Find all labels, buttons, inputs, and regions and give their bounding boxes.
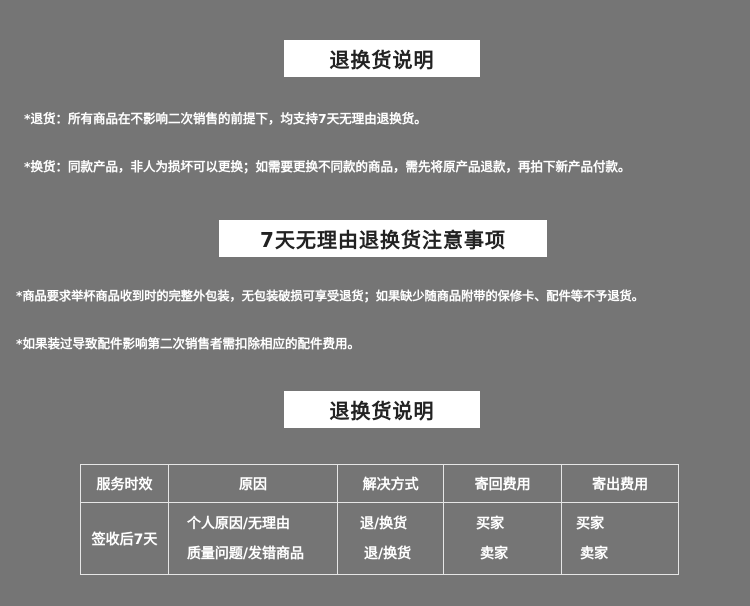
notice-accessory-text: *如果装过导致配件影响第二次销售者需扣除相应的配件费用。: [16, 336, 361, 351]
header-reason: 原因: [167, 464, 339, 503]
notice-title: 7天无理由退换货注意事项: [219, 220, 547, 257]
return-fee-cell: 买家 卖家: [443, 502, 563, 575]
table-header-row: 服务时效 原因 解决方式 寄回费用 寄出费用: [80, 464, 679, 503]
return-fee-quality: 卖家: [480, 545, 509, 562]
send-fee-quality: 卖家: [580, 545, 609, 562]
return-fee-personal: 买家: [476, 515, 505, 532]
send-fee-personal: 买家: [576, 515, 605, 532]
return-policy-table: 服务时效 原因 解决方式 寄回费用 寄出费用 签收后7天 个人原因/无理由 质量…: [80, 464, 679, 575]
reason-quality: 质量问题/发错商品: [186, 545, 305, 562]
table-row: 签收后7天 个人原因/无理由 质量问题/发错商品 退/换货 退/换货 买家 卖家: [80, 502, 679, 575]
policy-title: 退换货说明: [284, 40, 480, 77]
solution-quality: 退/换货: [364, 545, 412, 562]
solution-cell: 退/换货 退/换货: [337, 502, 445, 575]
policy-table-title: 退换货说明: [284, 391, 480, 428]
header-send-fee: 寄出费用: [561, 464, 679, 503]
exchange-policy-text: *换货：同款产品，非人为损坏可以更换；如需要更换不同款的商品，需先将原产品退款，…: [24, 159, 631, 174]
notice-packaging-text: *商品要求举杯商品收到时的完整外包装，无包装破损可享受退货；如果缺少随商品附带的…: [16, 289, 644, 303]
header-solution: 解决方式: [337, 464, 445, 503]
service-time-cell: 签收后7天: [80, 502, 169, 575]
reason-cell: 个人原因/无理由 质量问题/发错商品: [167, 502, 339, 575]
solution-personal: 退/换货: [360, 515, 408, 532]
reason-personal: 个人原因/无理由: [186, 515, 291, 532]
send-fee-cell: 买家 卖家: [561, 502, 679, 575]
header-service-time: 服务时效: [80, 464, 169, 503]
return-policy-text: *退货：所有商品在不影响二次销售的前提下，均支持7天无理由退换货。: [24, 111, 427, 126]
header-return-fee: 寄回费用: [443, 464, 563, 503]
